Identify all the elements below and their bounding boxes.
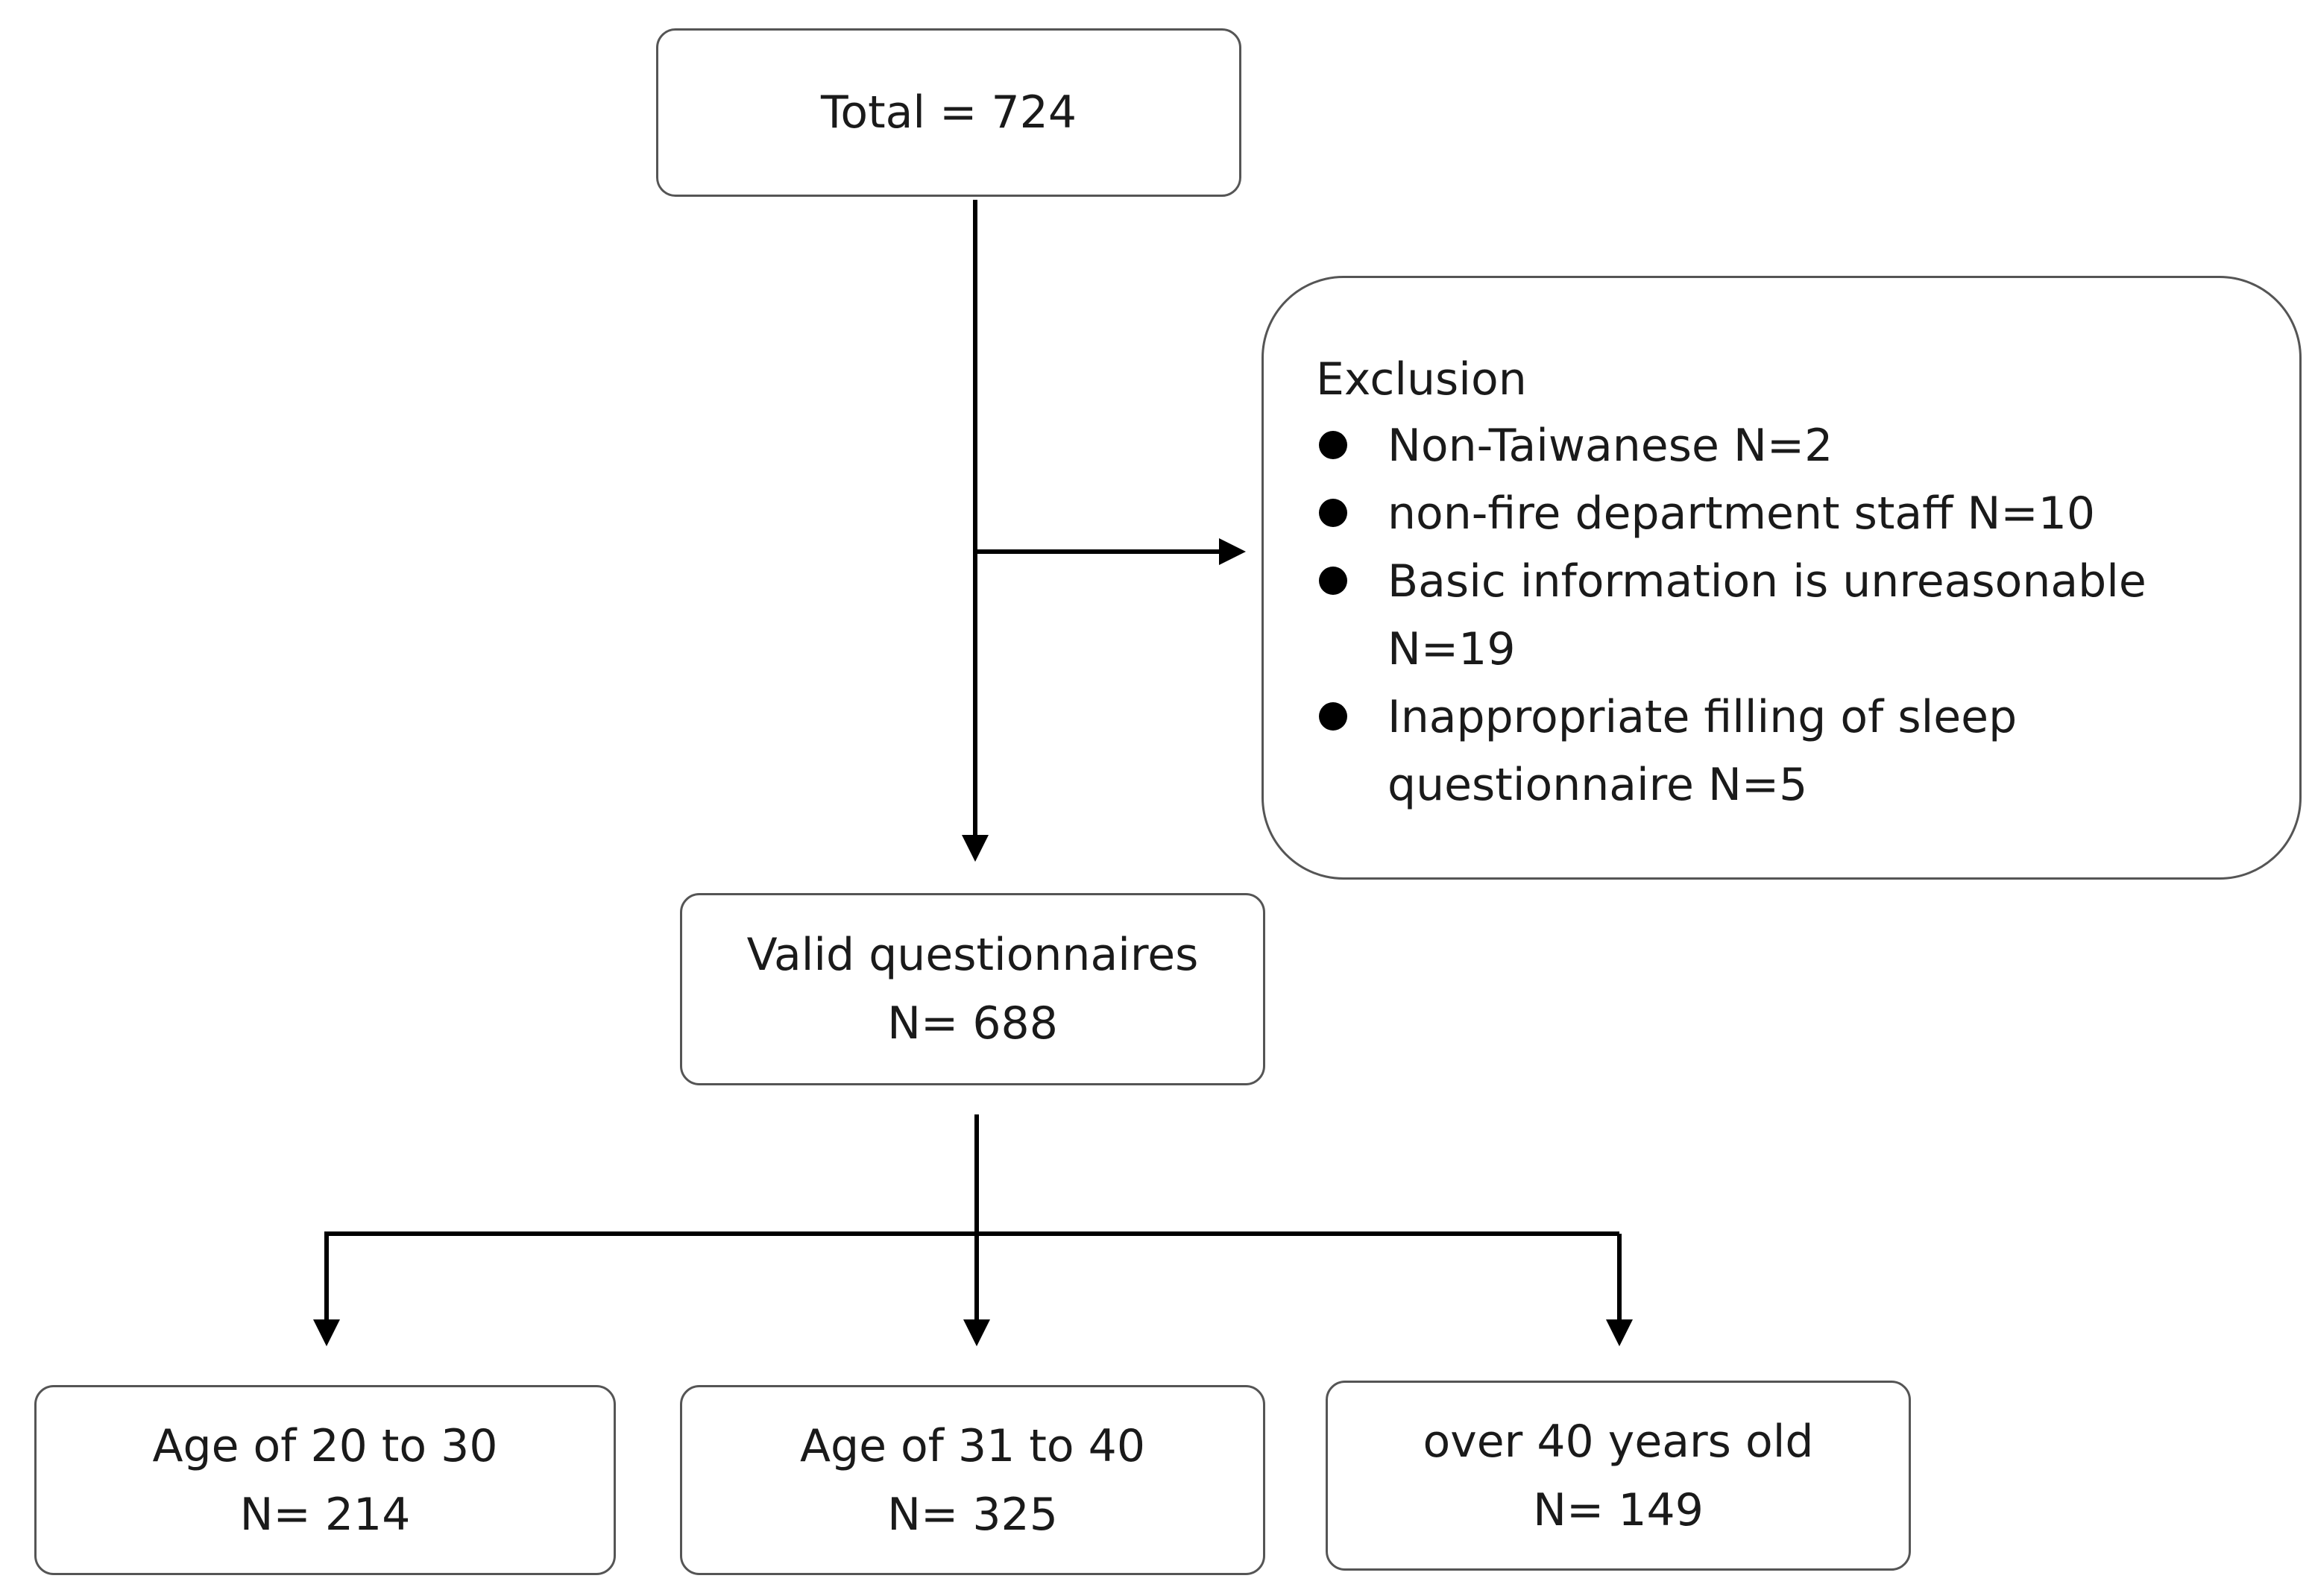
valid-count: N= 688 xyxy=(887,997,1058,1050)
exclusion-item-text: Non-Taiwanese N=2 xyxy=(1387,420,1833,472)
total-box: Total = 724 xyxy=(656,28,1241,197)
age-group-label: Age of 20 to 30 xyxy=(152,1419,498,1472)
exclusion-title: Exclusion xyxy=(1316,353,1527,406)
valid-title: Valid questionnaires xyxy=(746,929,1199,981)
bullet-icon xyxy=(1319,567,1347,595)
exclusion-item: non-fire department staff N=10 xyxy=(1316,480,2285,548)
bullet-icon xyxy=(1319,499,1347,527)
exclusion-item: Non-Taiwanese N=2 xyxy=(1316,412,2285,480)
age-group-31-40-box: Age of 31 to 40 N= 325 xyxy=(680,1385,1265,1575)
age-group-20-30-box: Age of 20 to 30 N= 214 xyxy=(34,1385,616,1575)
age-group-label: Age of 31 to 40 xyxy=(799,1419,1146,1472)
exclusion-item-text: non-fire department staff N=10 xyxy=(1387,488,2096,540)
exclusion-item: Inappropriate filling of sleep questionn… xyxy=(1316,684,2285,819)
age-group-label: over 40 years old xyxy=(1423,1415,1814,1468)
age-group-count: N= 214 xyxy=(239,1488,411,1541)
age-group-over-40-box: over 40 years old N= 149 xyxy=(1326,1381,1911,1571)
age-group-count: N= 149 xyxy=(1533,1483,1704,1536)
exclusion-item-text: Inappropriate filling of sleep questionn… xyxy=(1387,691,2018,811)
exclusion-list: Non-Taiwanese N=2 non-fire department st… xyxy=(1316,412,2285,819)
total-label: Total = 724 xyxy=(820,86,1077,139)
exclusion-item-text: Basic information is unreasonable N=19 xyxy=(1387,555,2146,675)
age-group-count: N= 325 xyxy=(887,1488,1058,1541)
exclusion-box: Exclusion Non-Taiwanese N=2 non-fire dep… xyxy=(1261,276,2302,880)
valid-questionnaires-box: Valid questionnaires N= 688 xyxy=(680,893,1265,1085)
bullet-icon xyxy=(1319,702,1347,731)
exclusion-item: Basic information is unreasonable N=19 xyxy=(1316,548,2285,684)
bullet-icon xyxy=(1319,431,1347,459)
